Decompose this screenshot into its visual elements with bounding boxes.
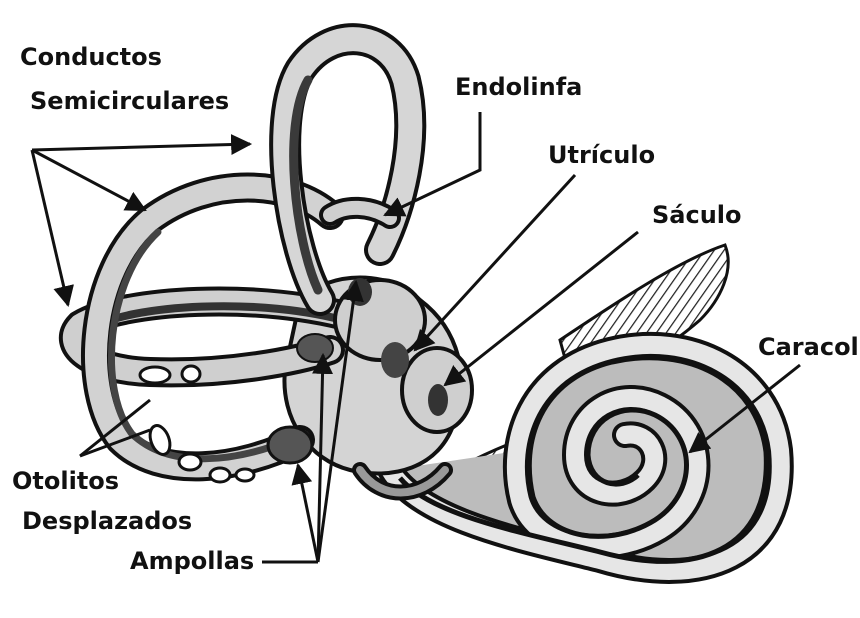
label-canals-line1: Conductos: [20, 42, 162, 72]
label-utricle: Utrículo: [548, 140, 655, 170]
utricle-spot: [381, 342, 409, 378]
ampulla-lower: [268, 427, 312, 463]
utricle-arrow: [415, 175, 575, 350]
saccule-macula: [428, 384, 448, 416]
label-endolymph: Endolinfa: [455, 72, 582, 102]
utricle-macula: [348, 278, 372, 306]
superior-canal: [285, 39, 410, 300]
canals-arrow-lower: [32, 150, 68, 305]
canals-arrow-upper: [32, 144, 250, 150]
ampulla-upper: [297, 334, 333, 362]
canals-arrow-middle: [32, 150, 145, 210]
label-canals-line2: Semicirculares: [30, 86, 229, 116]
label-otoliths-line2: Desplazados: [22, 506, 192, 536]
label-ampullae: Ampollas: [130, 546, 254, 576]
label-otoliths-line1: Otolitos: [12, 466, 119, 496]
ampullae-arrow-1: [298, 465, 318, 562]
label-cochlea: Caracol: [758, 332, 859, 362]
label-saccule: Sáculo: [652, 200, 742, 230]
